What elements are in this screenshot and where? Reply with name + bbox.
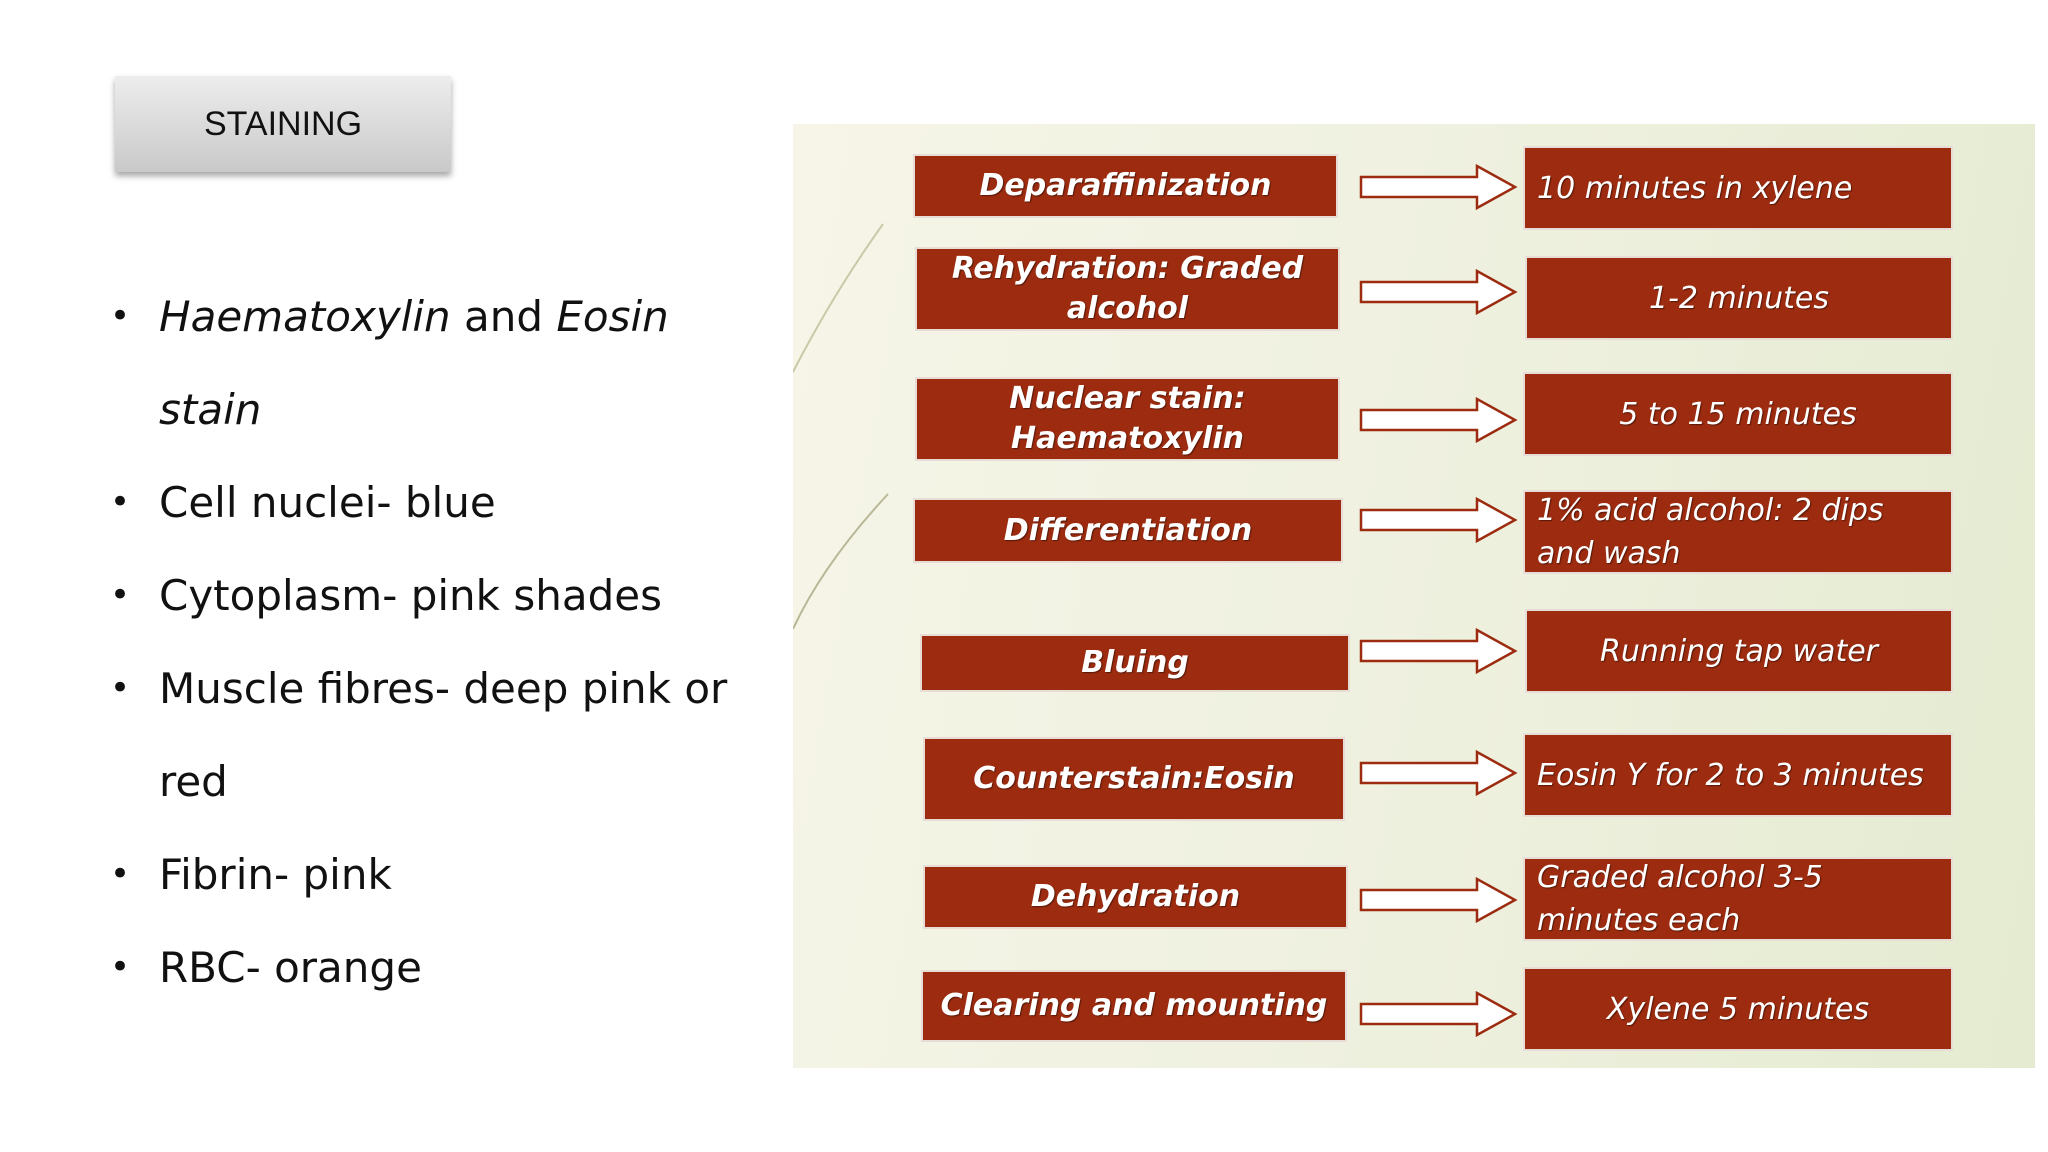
right-arrow-icon — [1359, 877, 1518, 923]
bullet-text: Muscle fibres- deep pink or red — [159, 664, 728, 806]
bullet-text: Cell nuclei- blue — [159, 478, 496, 527]
duration-box: Graded alcohol 3-5 minutes each — [1523, 857, 1953, 941]
duration-label: Xylene 5 minutes — [1606, 991, 1870, 1027]
bullet-list: Haematoxylin and Eosin stainCell nuclei-… — [110, 270, 730, 1014]
duration-label: 10 minutes in xylene — [1537, 170, 1853, 206]
step-label: Rehydration: Graded alcohol — [951, 251, 1304, 326]
step-box: Deparaffinization — [913, 154, 1338, 218]
duration-box: Eosin Y for 2 to 3 minutes — [1523, 733, 1953, 817]
step-label: Deparaffinization — [979, 168, 1272, 203]
decorative-lines — [793, 223, 889, 630]
bullet-text: Cytoplasm- pink shades — [159, 571, 662, 620]
bullet-text: and — [450, 292, 557, 341]
step-label: Nuclear stain: Haematoxylin — [1009, 381, 1246, 456]
duration-label: Graded alcohol 3-5 minutes each — [1537, 860, 1823, 938]
duration-label: Eosin Y for 2 to 3 minutes — [1537, 757, 1924, 793]
title-box: STAINING — [115, 76, 451, 172]
duration-box: 1% acid alcohol: 2 dips and wash — [1523, 490, 1953, 574]
step-box: Differentiation — [913, 498, 1343, 563]
right-arrow-icon — [1359, 628, 1518, 674]
step-box: Nuclear stain: Haematoxylin — [915, 377, 1340, 461]
duration-box: 10 minutes in xylene — [1523, 146, 1953, 230]
right-arrow-icon — [1359, 497, 1518, 543]
right-arrow-icon — [1359, 269, 1518, 315]
step-box: Dehydration — [923, 865, 1348, 929]
step-label: Differentiation — [1003, 512, 1253, 548]
step-box: Bluing — [920, 634, 1350, 692]
duration-box: 5 to 15 minutes — [1523, 372, 1953, 456]
bullet-item: Fibrin- pink — [110, 828, 730, 921]
bullet-text: RBC- orange — [159, 943, 422, 992]
step-label: Clearing and mounting — [940, 988, 1328, 1023]
step-box: Clearing and mounting — [921, 970, 1347, 1042]
bullet-item: RBC- orange — [110, 921, 730, 1014]
step-label: Bluing — [1081, 645, 1189, 680]
bullet-item: Haematoxylin and Eosin stain — [110, 270, 730, 456]
step-label: Counterstain:Eosin — [973, 761, 1295, 796]
step-box: Counterstain:Eosin — [923, 737, 1345, 821]
duration-label: Running tap water — [1599, 633, 1878, 669]
bullet-item: Cytoplasm- pink shades — [110, 549, 730, 642]
duration-label: 5 to 15 minutes — [1619, 396, 1857, 432]
duration-box: Xylene 5 minutes — [1523, 967, 1953, 1051]
step-label: Dehydration — [1030, 879, 1241, 914]
duration-box: 1-2 minutes — [1525, 256, 1953, 340]
right-arrow-icon — [1359, 164, 1518, 210]
bullet-text: Haematoxylin — [159, 292, 451, 341]
right-arrow-icon — [1359, 991, 1518, 1037]
bullet-text: Eosin stain — [159, 292, 669, 434]
duration-box: Running tap water — [1525, 609, 1953, 693]
step-box: Rehydration: Graded alcohol — [915, 247, 1340, 331]
bullet-item: Cell nuclei- blue — [110, 456, 730, 549]
bullet-text: Fibrin- pink — [159, 850, 392, 899]
slide-title: STAINING — [203, 104, 363, 143]
right-arrow-icon — [1359, 397, 1518, 443]
duration-label: 1-2 minutes — [1649, 280, 1829, 316]
right-arrow-icon — [1359, 750, 1518, 796]
bullet-item: Muscle fibres- deep pink or red — [110, 642, 730, 828]
duration-label: 1% acid alcohol: 2 dips and wash — [1537, 493, 1884, 571]
